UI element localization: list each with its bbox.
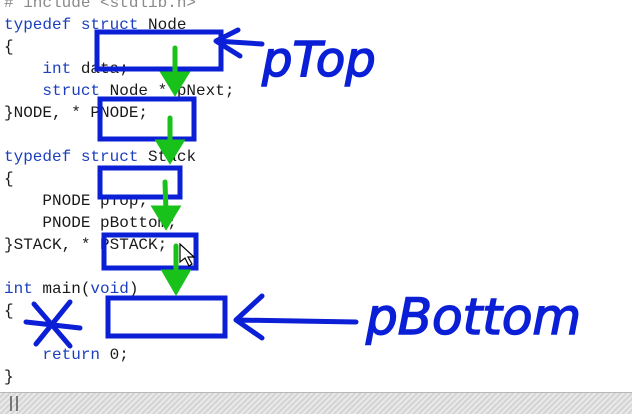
code-keyword: return	[42, 346, 101, 364]
code-line: PNODE pBottom;	[4, 212, 177, 234]
code-text: {	[4, 38, 14, 56]
code-line: return 0;	[4, 344, 129, 366]
code-text: {	[4, 302, 14, 320]
code-line: }STACK, * PSTACK;	[4, 234, 167, 256]
code-text: # include <stdlib.h>	[4, 0, 197, 12]
code-keyword: int	[4, 280, 33, 298]
code-text: PNODE pTop;	[4, 192, 149, 210]
code-text	[71, 148, 81, 166]
code-keyword: struct	[42, 82, 101, 100]
code-text: data;	[71, 60, 129, 78]
code-text: Node	[138, 16, 187, 34]
code-line: PNODE pTop;	[4, 190, 148, 212]
code-text	[4, 60, 42, 78]
code-line: {	[4, 36, 14, 58]
code-text: Node * pNext;	[100, 82, 235, 100]
annotation-box-empty	[105, 295, 228, 339]
code-line: typedef struct Node	[4, 14, 186, 36]
code-line: }	[4, 366, 14, 388]
code-text: {	[4, 170, 14, 188]
blue-arrows	[213, 27, 359, 341]
code-line: # include <stdlib.h>	[4, 0, 196, 14]
code-keyword: void	[90, 280, 129, 298]
code-line: {	[4, 300, 14, 322]
code-editor[interactable]: # include <stdlib.h> typedef struct Node {…	[0, 0, 632, 392]
code-line: int data;	[4, 58, 129, 80]
code-line: }NODE, * PNODE;	[4, 102, 148, 124]
code-text	[4, 346, 42, 364]
code-text: }	[4, 368, 14, 386]
code-text: }STACK, * PSTACK;	[4, 236, 168, 254]
code-line: typedef struct Stack	[4, 146, 196, 168]
scrollbar-grip[interactable]	[16, 396, 18, 411]
code-text: Stack	[138, 148, 197, 166]
mouse-pointer-icon	[179, 242, 196, 267]
horizontal-scrollbar[interactable]	[0, 392, 632, 414]
code-keyword: int	[42, 60, 72, 78]
label-ptop: pTop	[261, 32, 376, 88]
code-text	[71, 16, 81, 34]
code-line: struct Node * pNext;	[4, 80, 234, 102]
scrollbar-grip[interactable]	[10, 396, 12, 411]
code-line: {	[4, 168, 14, 190]
code-keyword: typedef	[4, 16, 72, 34]
label-pbottom: pBottom	[365, 288, 581, 346]
code-text: )	[128, 280, 139, 298]
code-keyword: struct	[80, 16, 139, 34]
code-keyword: typedef	[4, 148, 72, 166]
code-text: 0;	[100, 346, 129, 364]
code-text: main(	[32, 280, 91, 298]
code-text	[4, 82, 42, 100]
code-keyword: struct	[80, 148, 139, 166]
code-text: }NODE, * PNODE;	[4, 104, 149, 122]
code-text: PNODE pBottom;	[4, 214, 177, 232]
star-mark	[23, 299, 83, 349]
code-line: int main(void)	[4, 278, 138, 300]
